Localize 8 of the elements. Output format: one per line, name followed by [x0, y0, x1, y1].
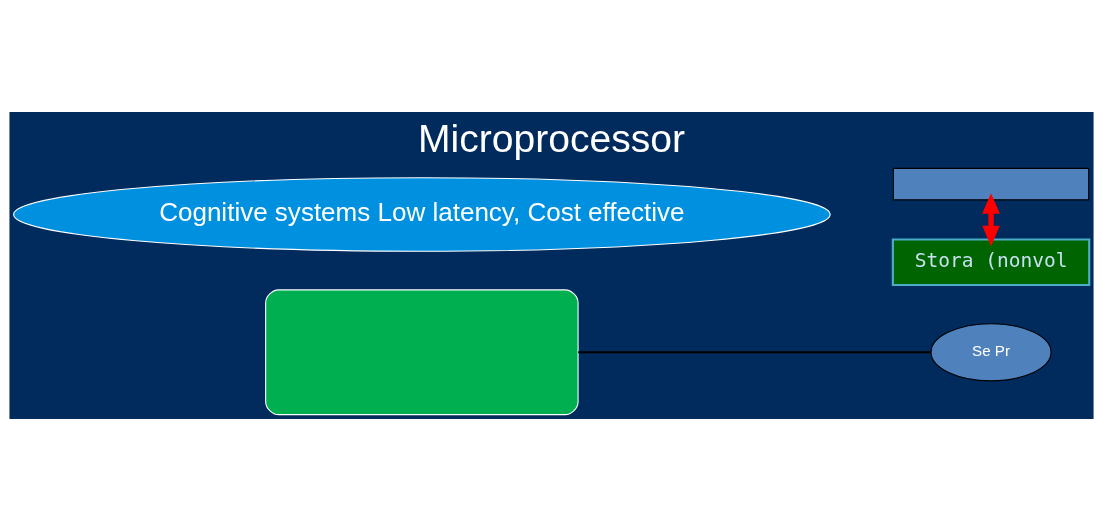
node-ellipse: Se Pr — [930, 322, 1052, 381]
arrow — [982, 192, 1000, 246]
node-bar — [892, 167, 1090, 200]
diagram-title: Microprocessor — [418, 116, 685, 160]
connector — [578, 350, 932, 353]
node-ellipse: Cognitive systems Low latency, Cost effective — [13, 176, 831, 252]
node-box: Stora (nonvol — [891, 237, 1091, 286]
node-box — [265, 288, 579, 415]
